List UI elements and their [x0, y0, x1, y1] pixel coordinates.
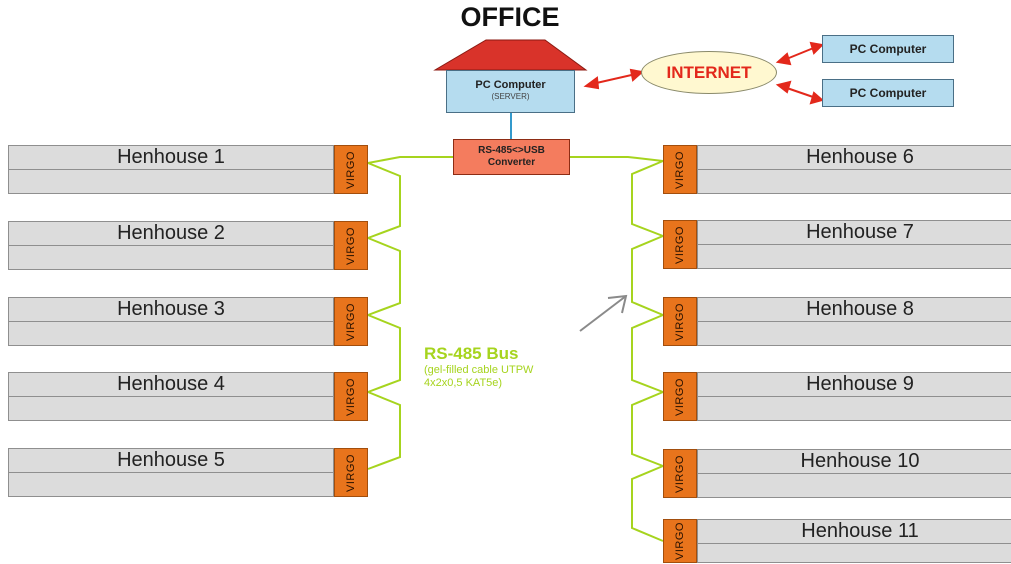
virgo-controller-7: VIRGO	[663, 220, 697, 269]
henhouse-6: Henhouse 6	[697, 145, 1011, 194]
henhouse-11: Henhouse 11	[697, 519, 1011, 563]
rs485-bus-right	[570, 156, 664, 542]
converter-line2: Converter	[487, 157, 536, 168]
virgo-controller-6: VIRGO	[663, 145, 697, 194]
virgo-controller-9: VIRGO	[663, 372, 697, 421]
henhouse-6-label: Henhouse 6	[806, 146, 914, 168]
henhouse-7-label: Henhouse 7	[806, 221, 914, 243]
server-sublabel: (SERVER)	[491, 92, 530, 101]
bus-note-2: 4x2x0,5 KAT5e)	[424, 377, 503, 389]
henhouse-9: Henhouse 9	[697, 372, 1011, 421]
henhouse-2: Henhouse 2	[8, 221, 334, 270]
henhouse-3-label: Henhouse 3	[117, 298, 225, 320]
henhouse-10-label: Henhouse 10	[800, 450, 920, 472]
henhouse-7: Henhouse 7	[697, 220, 1011, 269]
usb-converter: RS-485<>USB Converter	[453, 139, 570, 175]
henhouse-8: Henhouse 8	[697, 297, 1011, 346]
remote-pc-2: PC Computer	[822, 79, 954, 107]
henhouse-1: Henhouse 1	[8, 145, 334, 194]
henhouse-5: Henhouse 5	[8, 448, 334, 497]
henhouse-8-label: Henhouse 8	[806, 298, 914, 320]
henhouse-4-label: Henhouse 4	[117, 373, 225, 395]
virgo-controller-5: VIRGO	[334, 448, 368, 497]
rs485-bus-left	[367, 156, 453, 470]
virgo-controller-1: VIRGO	[334, 145, 368, 194]
henhouse-9-label: Henhouse 9	[806, 373, 914, 395]
henhouse-1-label: Henhouse 1	[117, 146, 225, 168]
bus-title: RS-485 Bus	[424, 344, 519, 363]
virgo-controller-3: VIRGO	[334, 297, 368, 346]
bus-label: RS-485 Bus (gel-filled cable UTPW 4x2x0,…	[424, 344, 533, 390]
remote-pc-1: PC Computer	[822, 35, 954, 63]
henhouse-2-label: Henhouse 2	[117, 222, 225, 244]
virgo-controller-2: VIRGO	[334, 221, 368, 270]
bus-note-1: (gel-filled cable UTPW	[424, 364, 534, 376]
converter-line1: RS-485<>USB	[478, 145, 545, 156]
server-label: PC Computer	[475, 79, 546, 91]
office-title: OFFICE	[460, 2, 560, 32]
virgo-controller-4: VIRGO	[334, 372, 368, 421]
henhouse-3: Henhouse 3	[8, 297, 334, 346]
henhouse-5-label: Henhouse 5	[117, 449, 225, 471]
internet-cloud: INTERNET	[641, 51, 777, 94]
virgo-controller-11: VIRGO	[663, 519, 697, 563]
server-computer: PC Computer (SERVER)	[446, 70, 575, 113]
internet-arrows	[583, 41, 825, 105]
henhouse-11-label: Henhouse 11	[801, 520, 919, 542]
henhouse-4: Henhouse 4	[8, 372, 334, 421]
henhouse-10: Henhouse 10	[697, 449, 1011, 498]
virgo-controller-10: VIRGO	[663, 449, 697, 498]
virgo-controller-8: VIRGO	[663, 297, 697, 346]
office-roof	[433, 39, 588, 71]
pointer-arrow	[579, 294, 628, 332]
